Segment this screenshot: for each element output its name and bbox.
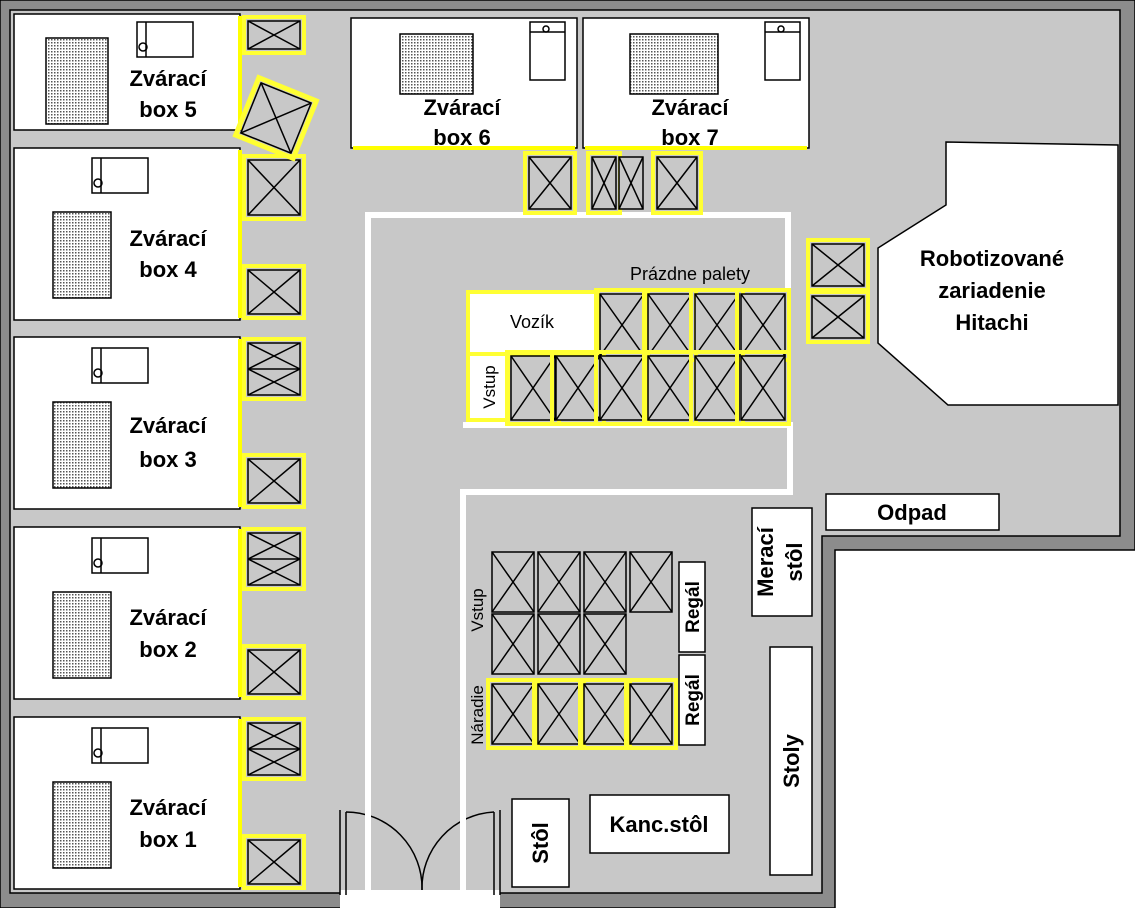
shelf-1: Regál <box>678 561 706 653</box>
box-4-label-1: Zvárací <box>129 226 207 251</box>
crate-robot-a <box>806 238 870 292</box>
storage-row3-2 <box>532 678 586 750</box>
pallet-bottom-6 <box>735 350 791 426</box>
box-4-label-2: box 4 <box>139 257 197 282</box>
robot-label-1: Robotizované <box>920 246 1064 271</box>
crate-box7-c <box>651 151 703 215</box>
shelf-2: Regál <box>678 654 706 746</box>
crate-box5-top <box>242 15 306 55</box>
crates <box>232 15 870 890</box>
crate-box3-b <box>242 453 306 509</box>
table-label: Stôl <box>528 822 553 864</box>
pallet-bottom-4 <box>642 350 698 426</box>
box-2-label-1: Zvárací <box>129 605 207 630</box>
measuring-table: Merací stôl <box>751 507 813 617</box>
robot-hitachi: Robotizované zariadenie Hitachi <box>877 141 1119 406</box>
box-6-label-1: Zvárací <box>423 95 501 120</box>
door-opening <box>340 890 500 908</box>
storage-row3-1 <box>486 678 540 750</box>
pallet-top-1 <box>594 288 650 362</box>
storage-row2-1 <box>491 613 535 675</box>
storage-row3-4 <box>624 678 678 750</box>
box-3-label-2: box 3 <box>139 447 196 472</box>
cart-label: Vozík <box>510 312 555 332</box>
crate-box2-a <box>242 527 306 591</box>
robot-label-2: zariadenie <box>938 278 1046 303</box>
tables: Stoly <box>769 646 813 876</box>
crate-box4-a <box>242 154 306 221</box>
pallet-bottom-1 <box>505 350 561 426</box>
crate-box1-a <box>242 717 306 781</box>
pallet-top-2 <box>642 288 698 362</box>
welding-box-2: Zvárací box 2 <box>13 526 241 700</box>
pallet-area: Vozík Vstup Prázdne palety <box>466 264 750 422</box>
box-6-label-2: box 6 <box>433 125 490 150</box>
waste: Odpad <box>825 493 1000 531</box>
storage-row1-4 <box>629 551 673 613</box>
box-2-label-2: box 2 <box>139 637 196 662</box>
box-1-label-2: box 1 <box>139 827 196 852</box>
crate-box6 <box>523 151 577 215</box>
storage-row3-3 <box>578 678 632 750</box>
storage-row2-2 <box>537 613 581 675</box>
crate-box1-b <box>242 834 306 890</box>
storage-row1-2 <box>537 551 581 613</box>
welding-box-3: Zvárací box 3 <box>13 336 241 510</box>
office-desk-label: Kanc.stôl <box>609 812 708 837</box>
box-3-label-1: Zvárací <box>129 413 207 438</box>
measuring-table-label-2: stôl <box>782 542 807 581</box>
pallet-bottom-3 <box>594 350 650 426</box>
box-5-label-2: box 5 <box>139 97 196 122</box>
box-5-label-1: Zvárací <box>129 66 207 91</box>
crate-rotated <box>232 74 320 162</box>
pallet-top-4 <box>735 288 791 362</box>
crate-box7-b <box>618 156 644 210</box>
storage-row2-3 <box>583 613 627 675</box>
waste-label: Odpad <box>877 500 947 525</box>
door <box>339 810 501 895</box>
table: Stôl <box>511 798 570 888</box>
storage-entry-label: Vstup <box>468 588 487 631</box>
measuring-table-label-1: Merací <box>753 526 778 597</box>
box-7-label-2: box 7 <box>661 125 718 150</box>
storage-row1-3 <box>583 551 627 613</box>
box-7-label-1: Zvárací <box>651 95 729 120</box>
office-desk: Kanc.stôl <box>589 794 730 854</box>
welding-box-5: Zvárací box 5 <box>13 13 241 131</box>
crate-robot-b <box>806 290 870 344</box>
welding-box-7: Zvárací box 7 <box>582 17 810 150</box>
welding-box-1: Zvárací box 1 <box>13 716 241 890</box>
robot-label-3: Hitachi <box>955 310 1028 335</box>
tools-label: Náradie <box>468 685 487 745</box>
crate-box3-a <box>242 337 306 401</box>
storage-row1-1 <box>491 551 535 613</box>
crate-box4-b <box>242 264 306 320</box>
crate-box7-a <box>586 151 622 215</box>
welding-box-6: Zvárací box 6 <box>350 17 578 150</box>
pallet-bottom-5 <box>689 350 745 426</box>
tables-label: Stoly <box>779 733 804 788</box>
empty-pallets-label: Prázdne palety <box>630 264 750 284</box>
welding-box-4: Zvárací box 4 <box>13 147 241 321</box>
crate-box2-b <box>242 644 306 700</box>
shelf-2-label: Regál <box>683 674 704 726</box>
shelf-1-label: Regál <box>683 581 704 633</box>
box-1-label-1: Zvárací <box>129 795 207 820</box>
pallet-entry-label: Vstup <box>480 365 499 408</box>
